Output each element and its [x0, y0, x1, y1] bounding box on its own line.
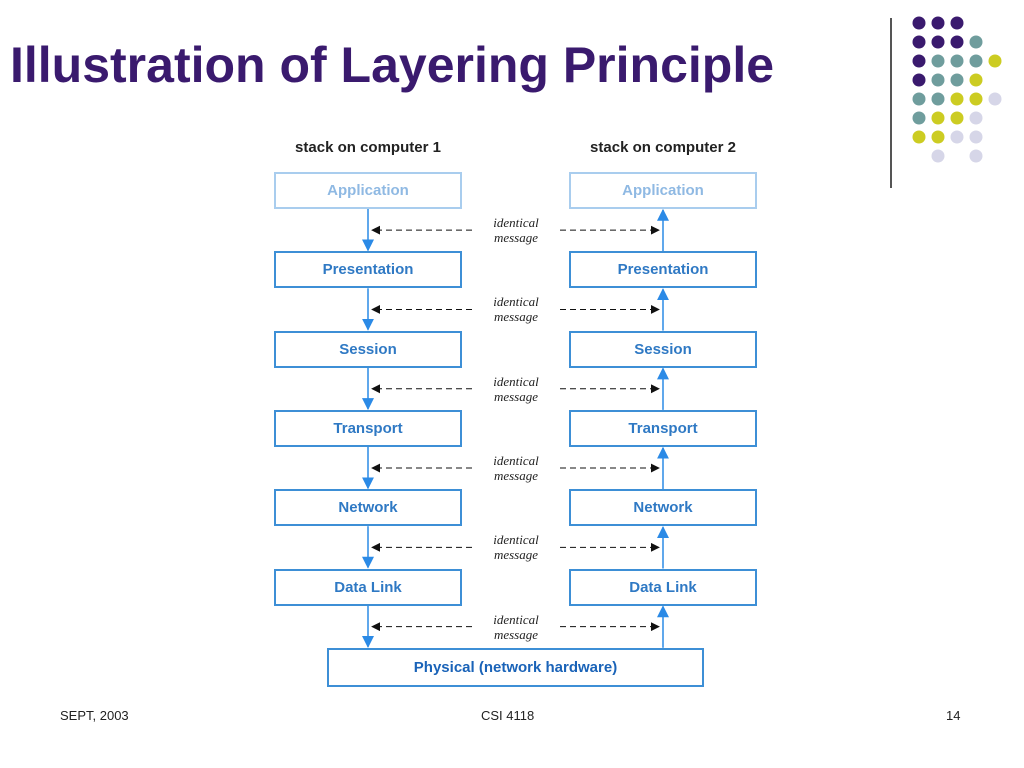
- decoration-dot: [950, 111, 964, 125]
- decoration-dot: [950, 130, 964, 144]
- stack1-transport-layer: Transport: [274, 409, 462, 447]
- message-line-1: identical: [493, 294, 539, 310]
- decoration-dot: [912, 111, 926, 125]
- decoration-dot: [988, 54, 1002, 68]
- decoration-dot: [969, 54, 983, 68]
- stack-1-title: stack on computer 1: [295, 139, 441, 156]
- message-line-1: identical: [493, 611, 539, 627]
- stack1-data-link-layer: Data Link: [274, 568, 462, 606]
- footer-date: SEPT, 2003: [60, 708, 129, 723]
- message-line-2: message: [493, 547, 539, 563]
- decoration-dot: [931, 149, 945, 163]
- message-line-2: message: [493, 309, 539, 325]
- footer-page-number: 14: [946, 708, 961, 723]
- message-line-2: message: [493, 626, 539, 642]
- stack2-transport-layer: Transport: [569, 409, 757, 447]
- stack1-application-layer: Application: [274, 172, 462, 209]
- message-line-2: message: [493, 388, 539, 404]
- decoration-dot: [912, 54, 926, 68]
- decoration-dot: [969, 130, 983, 144]
- physical-layer: Physical (network hardware): [327, 647, 704, 687]
- message-line-2: message: [493, 468, 539, 484]
- stack2-network-layer: Network: [569, 489, 757, 527]
- decoration-dot: [950, 73, 964, 87]
- stack2-data-link-layer: Data Link: [569, 568, 757, 606]
- decoration-dot: [931, 16, 945, 30]
- decoration-dot: [931, 111, 945, 125]
- decoration-dot: [969, 111, 983, 125]
- decoration-dot: [912, 16, 926, 30]
- decoration-dot: [950, 35, 964, 49]
- decoration-dot: [969, 35, 983, 49]
- stack1-presentation-layer: Presentation: [274, 251, 462, 289]
- stack1-network-layer: Network: [274, 489, 462, 527]
- decoration-dot: [931, 92, 945, 106]
- decoration-dot: [931, 54, 945, 68]
- message-line-1: identical: [493, 453, 539, 469]
- message-line-1: identical: [493, 373, 539, 389]
- message-line-1: identical: [493, 215, 539, 231]
- decoration-dot: [931, 35, 945, 49]
- decoration-dot: [912, 92, 926, 106]
- title-divider: [890, 18, 892, 188]
- decoration-dot: [912, 73, 926, 87]
- message-line-1: identical: [493, 532, 539, 548]
- decoration-dot: [988, 92, 1002, 106]
- footer-course: CSI 4118: [481, 708, 535, 723]
- decoration-dot: [950, 92, 964, 106]
- decoration-dot: [950, 16, 964, 30]
- decoration-dot: [969, 149, 983, 163]
- stack2-presentation-layer: Presentation: [569, 251, 757, 289]
- slide-title: Illustration of Layering Principle: [10, 37, 775, 93]
- decoration-dot: [931, 73, 945, 87]
- stack2-application-layer: Application: [569, 172, 757, 209]
- decoration-dot: [969, 92, 983, 106]
- decoration-dot: [950, 54, 964, 68]
- message-line-2: message: [493, 230, 539, 246]
- dot-grid-decoration: [912, 16, 1002, 163]
- stack1-session-layer: Session: [274, 330, 462, 368]
- decoration-dot: [969, 73, 983, 87]
- decoration-dot: [931, 130, 945, 144]
- stack2-session-layer: Session: [569, 330, 757, 368]
- decoration-dot: [912, 130, 926, 144]
- stack-2-title: stack on computer 2: [590, 139, 736, 156]
- decoration-dot: [912, 35, 926, 49]
